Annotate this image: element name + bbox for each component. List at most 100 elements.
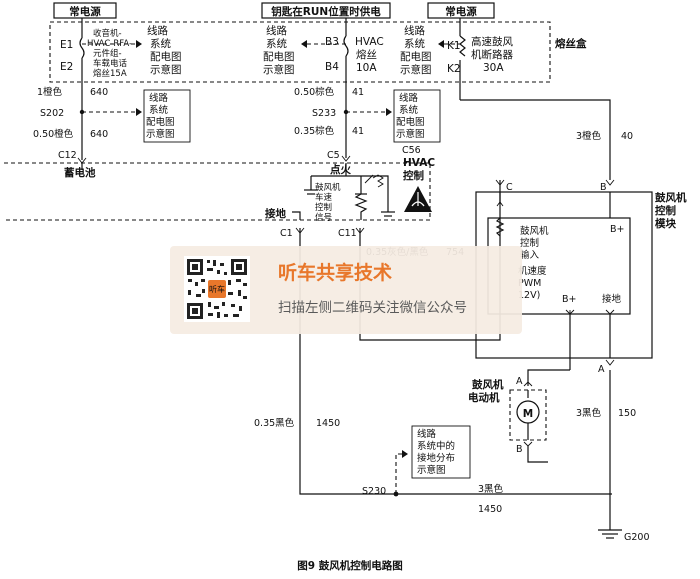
left-wire-2-color: 0.50橙色 bbox=[33, 128, 74, 140]
motor-ground-wire-number: 150 bbox=[618, 408, 636, 419]
splice-s233: S233 bbox=[312, 108, 336, 119]
module-pin-a: A bbox=[598, 364, 605, 375]
module-pin-b: B bbox=[600, 182, 607, 193]
ref-box-power-1: 线路 系统 配电图 示意图 bbox=[147, 24, 182, 76]
svg-text:配电图: 配电图 bbox=[146, 116, 175, 128]
ignition-label: 点火 bbox=[330, 163, 351, 176]
ref-box-power-2-line-4: 示意图 bbox=[263, 63, 295, 76]
hvac-ground-label: 接地 bbox=[265, 207, 286, 220]
module-pin-c: C bbox=[506, 182, 513, 193]
watermark-banner: 听车 听车共享技术 扫描左侧二维码关注微信公众号 bbox=[170, 246, 522, 334]
right-wire-number: 40 bbox=[621, 131, 633, 142]
connector-c12: C12 bbox=[58, 150, 77, 161]
ref-box-splice-1 bbox=[143, 89, 191, 143]
svg-text:配电图: 配电图 bbox=[150, 50, 182, 63]
mid-wire-2-color: 0.35棕色 bbox=[294, 125, 335, 137]
module-ground-label: 接地 bbox=[602, 293, 622, 305]
bottom-wire-color: 3黑色 bbox=[478, 483, 504, 495]
motor-label-line-2: 电动机 bbox=[468, 391, 500, 404]
hvac-control-line-1: HVAC bbox=[403, 157, 435, 169]
breaker-line-1: 高速鼓风 bbox=[471, 35, 513, 48]
watermark-subtitle: 扫描左侧二维码关注微信公众号 bbox=[278, 300, 467, 316]
svg-text:线路: 线路 bbox=[147, 24, 168, 37]
control-input-line-1: 鼓风机 bbox=[520, 225, 549, 237]
header-run-power-label: 钥匙在RUN位置时供电 bbox=[271, 5, 381, 18]
bottom-wire-number: 1450 bbox=[478, 504, 502, 515]
pwm-line-3: 12V) bbox=[518, 290, 540, 301]
left-fuse-line-3: 元件组- bbox=[93, 48, 122, 59]
control-input-line-2: 控制 bbox=[520, 237, 539, 249]
motor-pin-b: B bbox=[516, 444, 523, 455]
header-left-power-label: 常电源 bbox=[69, 5, 101, 18]
left-fuse-line-5: 熔丝15A bbox=[93, 68, 127, 79]
mid-wire-1-number: 41 bbox=[352, 87, 364, 98]
svg-text:系统: 系统 bbox=[150, 37, 171, 50]
motor-ground-wire-color: 3黑色 bbox=[576, 407, 602, 419]
ref-box-ground-dist bbox=[411, 425, 471, 479]
breaker-line-2: 机断路器 bbox=[471, 48, 513, 61]
svg-text:M: M bbox=[523, 408, 533, 420]
watermark-title: 听车共享技术 bbox=[278, 262, 393, 284]
connector-c11: C11 bbox=[338, 228, 357, 239]
svg-text:示意图: 示意图 bbox=[396, 128, 425, 140]
left-fuse-line-4: 车载电话 bbox=[93, 58, 128, 69]
svg-text:线路: 线路 bbox=[149, 92, 169, 104]
pwm-line-1: 机速度 bbox=[518, 265, 547, 277]
svg-text:示意图: 示意图 bbox=[146, 128, 175, 140]
ref-box-power-3: 线路 系统 配电图 示意图 bbox=[400, 24, 432, 76]
mid-wire-1-color: 0.50棕色 bbox=[294, 86, 335, 98]
fuse-symbol bbox=[79, 37, 85, 59]
left-wire-2-number: 640 bbox=[90, 129, 108, 140]
module-b-plus-2: B+ bbox=[562, 294, 576, 305]
svg-text:线路: 线路 bbox=[417, 428, 437, 440]
left-fuse-line-1: 收音机- bbox=[93, 28, 122, 39]
svg-text:配电图: 配电图 bbox=[396, 116, 425, 128]
qr-badge-text: 听车 bbox=[209, 284, 225, 294]
svg-text:示意图: 示意图 bbox=[417, 464, 446, 476]
svg-text:线路: 线路 bbox=[404, 24, 425, 37]
left-wire-1-color: 1橙色 bbox=[37, 86, 63, 98]
speed-signal-line-1: 鼓风机 bbox=[315, 182, 341, 193]
ground-wire-number: 1450 bbox=[316, 418, 340, 429]
ground-wire-color: 0.35黑色 bbox=[254, 417, 295, 429]
connector-c56: C56 bbox=[402, 145, 421, 156]
svg-text:系统: 系统 bbox=[149, 104, 169, 116]
qr-code-icon: 听车 bbox=[184, 256, 250, 322]
svg-text:系统: 系统 bbox=[399, 104, 419, 116]
pin-e1: E1 bbox=[60, 39, 73, 51]
fuse-box-label: 熔丝盒 bbox=[555, 37, 587, 50]
splice-s230: S230 bbox=[362, 486, 386, 497]
svg-text:线路: 线路 bbox=[399, 92, 419, 104]
pin-e2: E2 bbox=[60, 61, 73, 73]
motor-label-line-1: 鼓风机 bbox=[472, 378, 504, 391]
ref-box-power-2-line-1: 线路 bbox=[266, 24, 287, 37]
speed-signal-line-3: 控制 bbox=[315, 202, 332, 213]
blower-module-title-line-1: 鼓风机 bbox=[655, 191, 687, 204]
figure-caption: 图9 鼓风机控制电路图 bbox=[297, 559, 402, 572]
speed-signal-line-2: 车速 bbox=[315, 192, 333, 203]
svg-text:接地分布: 接地分布 bbox=[417, 452, 455, 464]
battery-label: 蓄电池 bbox=[64, 166, 96, 179]
svg-text:系统: 系统 bbox=[404, 37, 425, 50]
pin-k1: K1 bbox=[447, 40, 461, 52]
module-b-plus: B+ bbox=[610, 224, 624, 235]
hvac-fuse-line-3: 10A bbox=[356, 62, 377, 74]
pwm-line-2: PWM bbox=[518, 278, 541, 289]
svg-text:示意图: 示意图 bbox=[400, 63, 432, 76]
hvac-control-line-2: 控制 bbox=[403, 169, 424, 182]
ref-box-splice-2 bbox=[393, 89, 441, 143]
motor-pin-a: A bbox=[516, 376, 523, 387]
hvac-fuse-line-2: 熔丝 bbox=[356, 48, 377, 61]
svg-text:系统中的: 系统中的 bbox=[417, 440, 455, 452]
pin-b4: B4 bbox=[325, 61, 339, 73]
connector-c1: C1 bbox=[280, 228, 293, 239]
svg-text:配电图: 配电图 bbox=[400, 50, 432, 63]
hvac-control-outline bbox=[4, 162, 431, 221]
left-fuse-line-2: HVAC-RFA- bbox=[87, 39, 132, 49]
ref-box-power-2-line-2: 系统 bbox=[266, 37, 287, 50]
breaker-line-3: 30A bbox=[483, 62, 504, 74]
pin-b3: B3 bbox=[325, 36, 339, 48]
mid-wire-2-number: 41 bbox=[352, 126, 364, 137]
blower-module-title-line-3: 模块 bbox=[655, 217, 676, 230]
